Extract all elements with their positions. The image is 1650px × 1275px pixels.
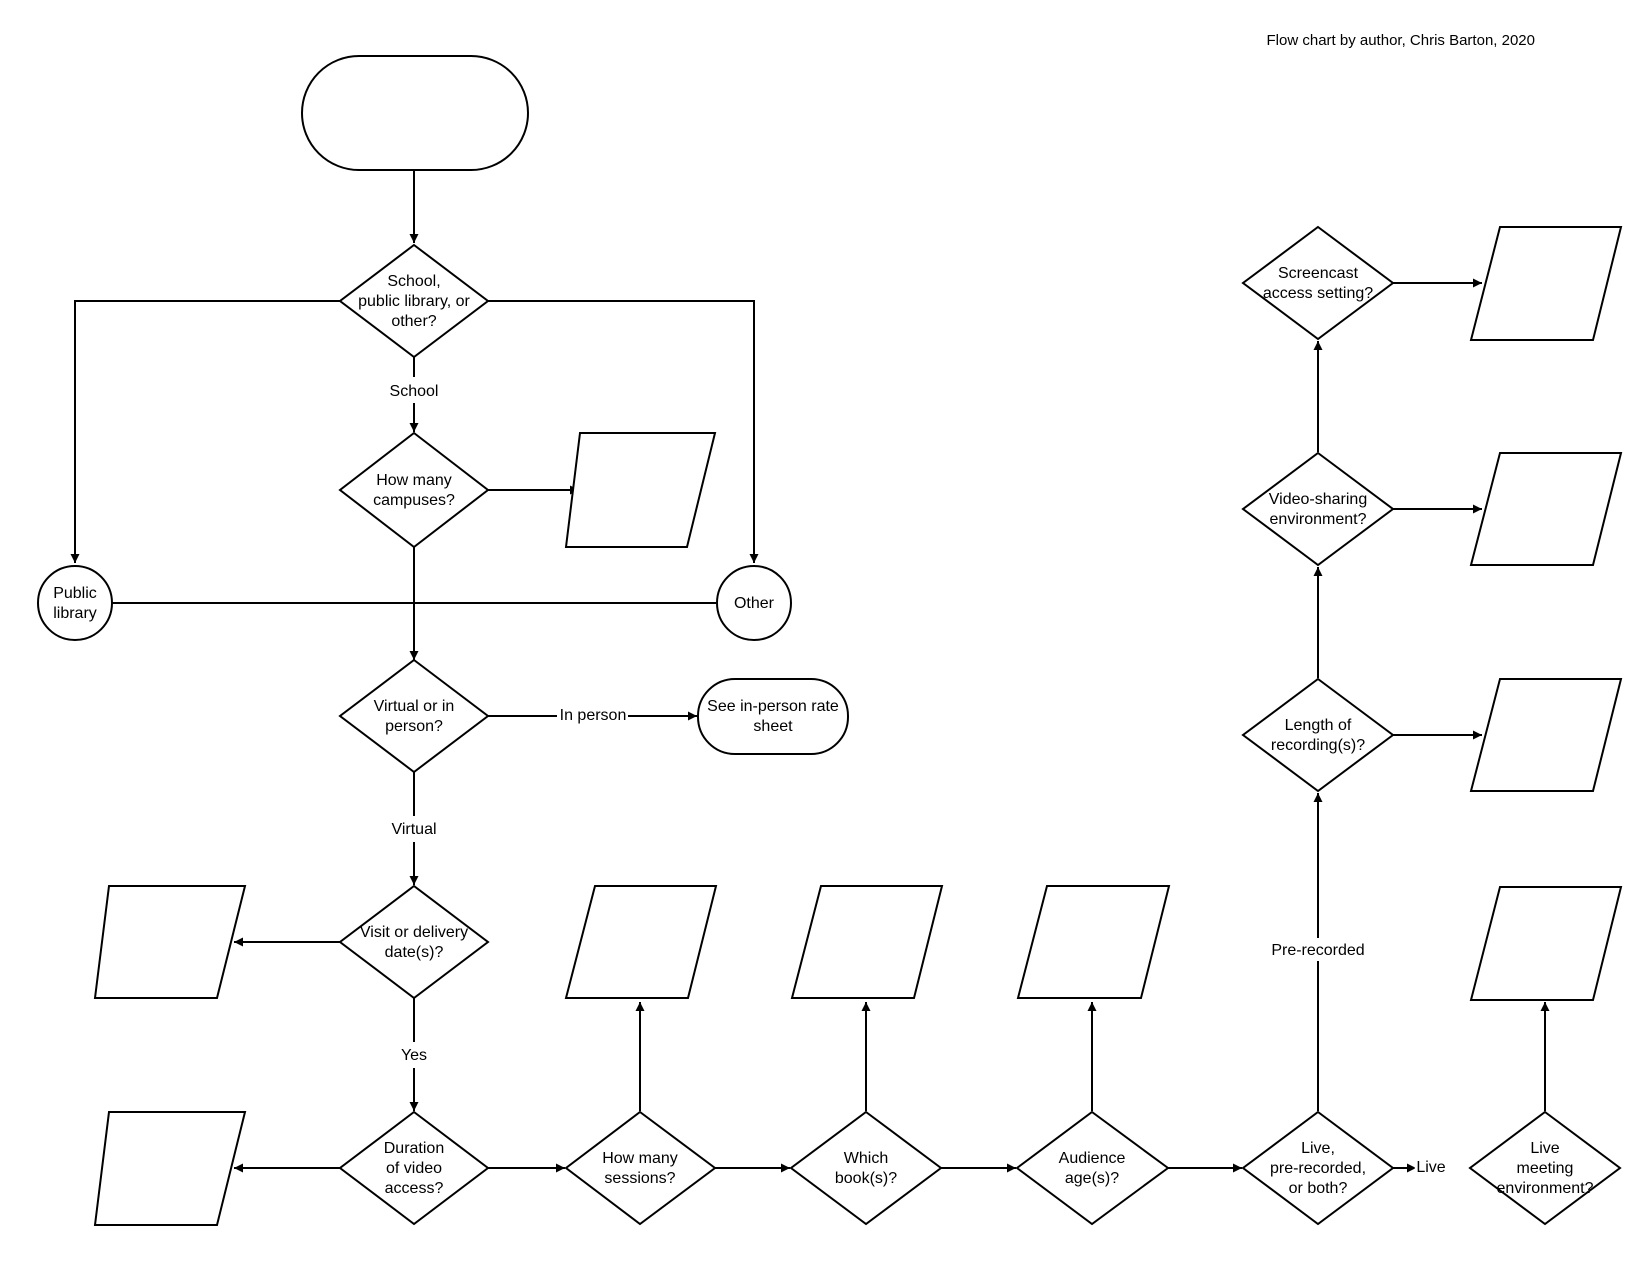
edge-org-to-public [70,300,340,563]
label-line: Which [844,1150,888,1167]
decision-live-environment-label: Live meeting environment? [1497,1140,1594,1197]
decision-format-label: Live, pre-recorded, or both? [1270,1140,1366,1197]
input-campuses [564,432,717,548]
terminator-in-person: See in-person rate sheet [697,678,849,755]
label-line: meeting [1517,1160,1574,1177]
decision-campuses-label: How many campuses? [373,472,455,509]
label-line: Length of [1285,717,1352,734]
decision-org-type-label: School, public library, or other? [358,273,470,330]
decision-live-environment: Live meeting environment? [1468,1110,1622,1226]
decision-virtual-label: Virtual or in person? [374,698,455,735]
label-line: person? [385,718,443,735]
label-line: environment? [1497,1180,1594,1197]
nodes: School, public library, or other? How many… [37,55,1623,1226]
decision-books-label: Which book(s)? [835,1150,897,1187]
connector-public-library: Public library [37,565,113,641]
decision-video-environment: Video-sharing environment? [1241,451,1395,567]
input-age [1016,885,1171,999]
label-line: Screencast [1278,265,1359,282]
edge-org-to-other [488,300,759,563]
terminator-in-person-label: See in-person rate sheet [707,698,839,735]
decision-virtual: Virtual or in person? [338,658,490,774]
label-line: School, [387,273,440,290]
edge-label-virtual: Virtual [391,821,436,838]
label-line: environment? [1270,511,1367,528]
connector-public-library-label: Public library [53,585,97,622]
input-date [93,885,247,999]
label-line: Video-sharing [1269,491,1367,508]
decision-org-type: School, public library, or other? [338,243,490,359]
decision-date-label: Visit or delivery date(s)? [360,924,468,961]
decision-books: Which book(s)? [789,1110,943,1226]
label-line: Public [53,585,97,602]
edge-label-yes: Yes [401,1047,427,1064]
decision-screencast-label: Screencast access setting? [1263,265,1373,302]
label-line: age(s)? [1065,1170,1119,1187]
connector-other-label: Other [734,595,775,612]
decision-length: Length of recording(s)? [1241,677,1395,793]
label-line: library [53,605,97,622]
label-line: date(s)? [385,944,444,961]
label-line: Other [734,595,775,612]
input-live-environment [1469,886,1623,1001]
label-line: Live, [1301,1140,1335,1157]
decision-campuses: How many campuses? [338,431,490,549]
connector-other: Other [716,565,792,641]
decision-duration: Duration of video access? [338,1110,490,1226]
input-duration [93,1111,247,1226]
decision-screencast: Screencast access setting? [1241,225,1395,341]
decision-sessions: How many sessions? [564,1110,717,1226]
input-books [790,885,944,999]
decision-video-environment-label: Video-sharing environment? [1269,491,1367,528]
label-line: How many [376,472,452,489]
label-line: How many [602,1150,678,1167]
decision-sessions-label: How many sessions? [602,1150,678,1187]
label-line: Audience [1059,1150,1126,1167]
label-line: sheet [753,718,793,735]
input-video-environment [1469,452,1623,566]
label-line: Visit or delivery [360,924,468,941]
label-line: book(s)? [835,1170,897,1187]
edge-label-in-person: In person [560,707,627,724]
label-line: of video [386,1160,442,1177]
label-line: Live [1530,1140,1559,1157]
edge-labels: School In person Virtual Yes Pre-recorde… [390,383,1449,1179]
decision-age-label: Audience age(s)? [1059,1150,1126,1187]
author-credit: Flow chart by author, Chris Barton, 2020 [1267,32,1535,49]
start-terminator [301,55,529,171]
decision-format: Live, pre-recorded, or both? [1241,1110,1395,1226]
decision-length-label: Length of recording(s)? [1271,717,1365,754]
input-screencast [1469,226,1623,341]
label-line: recording(s)? [1271,737,1365,754]
label-line: other? [391,313,436,330]
label-line: campuses? [373,492,455,509]
label-line: Virtual or in [374,698,455,715]
edges [70,170,1550,1173]
edge-label-live: Live [1416,1159,1445,1176]
label-line: See in-person rate [707,698,839,715]
input-length [1469,678,1623,792]
edge-label-pre-recorded: Pre-recorded [1271,942,1364,959]
label-line: access setting? [1263,285,1373,302]
label-line: or both? [1289,1180,1348,1197]
label-line: access? [385,1180,444,1197]
label-line: public library, or [358,293,470,310]
decision-age: Audience age(s)? [1015,1110,1170,1226]
decision-date: Visit or delivery date(s)? [338,884,490,1000]
edge-label-school: School [390,383,439,400]
label-line: pre-recorded, [1270,1160,1366,1177]
label-line: Duration [384,1140,444,1157]
label-line: sessions? [604,1170,675,1187]
input-sessions [564,885,718,999]
decision-duration-label: Duration of video access? [384,1140,444,1197]
